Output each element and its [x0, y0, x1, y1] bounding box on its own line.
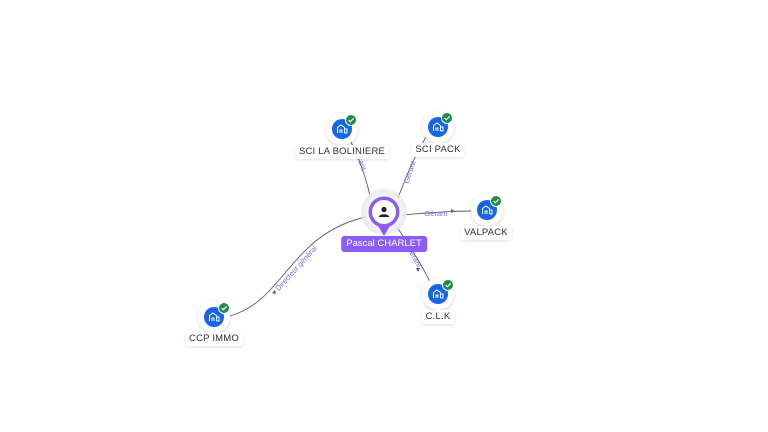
- company-node-sci-pack[interactable]: [422, 111, 454, 143]
- arrow-valpack: [451, 209, 455, 213]
- building-icon: [428, 284, 448, 304]
- company-label-valpack[interactable]: VALPACK: [460, 226, 512, 240]
- company-label-ccp-immo[interactable]: CCP IMMO: [185, 332, 243, 346]
- check-badge-icon: [345, 114, 357, 126]
- company-label-clk[interactable]: C.L.K: [421, 310, 455, 324]
- company-node-clk[interactable]: [422, 278, 454, 310]
- edge-label-ccp-immo: Directeur général: [274, 244, 319, 293]
- company-label-sci-la-boliniere[interactable]: SCI LA BOLINIERE: [294, 145, 390, 159]
- person-node[interactable]: [361, 189, 407, 236]
- edge-sci-pack: [397, 136, 427, 199]
- arrow-ccp-immo: [272, 290, 276, 294]
- company-node-ccp-immo[interactable]: [198, 301, 230, 333]
- check-badge-icon: [441, 112, 453, 124]
- edge-label-valpack: Gérant: [425, 209, 449, 218]
- edge-clk: [396, 226, 431, 283]
- edges: [229, 136, 473, 317]
- edge-valpack: [401, 210, 473, 216]
- check-badge-icon: [490, 195, 502, 207]
- company-node-sci-la-boliniere[interactable]: [326, 113, 358, 145]
- person-label[interactable]: Pascal CHARLET: [341, 236, 427, 252]
- person-icon: [378, 206, 390, 217]
- arrow-clk: [416, 268, 420, 272]
- check-badge-icon: [218, 302, 230, 314]
- arrowheads: [272, 209, 455, 294]
- edge-label-sci-pack: Gérant: [402, 159, 418, 184]
- building-icon: [204, 307, 224, 327]
- company-node-valpack[interactable]: [471, 194, 503, 226]
- check-badge-icon: [442, 279, 454, 291]
- edge-ccp-immo: [229, 215, 371, 317]
- company-label-sci-pack[interactable]: SCI PACK: [411, 143, 465, 157]
- edge-sci-la-boliniere: [349, 139, 371, 197]
